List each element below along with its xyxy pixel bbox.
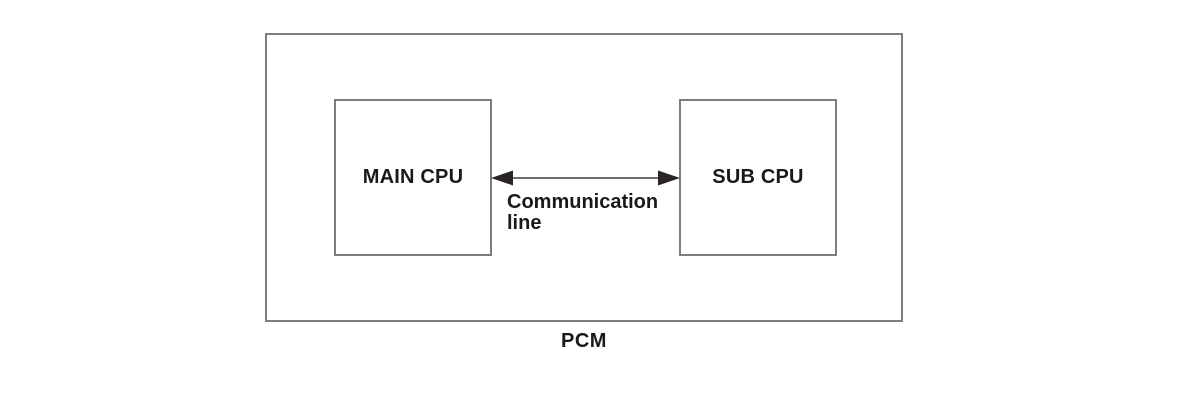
node-main-cpu: MAIN CPU [334, 99, 492, 256]
arrow-head-left [491, 170, 513, 186]
sub-cpu-label: SUB CPU [712, 166, 804, 188]
arrow-head-right [658, 170, 680, 186]
communication-line-label-line1: Communication [507, 191, 659, 213]
main-cpu-label: MAIN CPU [362, 166, 464, 188]
pcm-label: PCM [561, 330, 607, 352]
communication-line-label-line2: line [507, 212, 542, 234]
double-arrow-icon [491, 170, 680, 186]
node-sub-cpu: SUB CPU [679, 99, 837, 256]
communication-line-label: Communication line [507, 192, 682, 234]
